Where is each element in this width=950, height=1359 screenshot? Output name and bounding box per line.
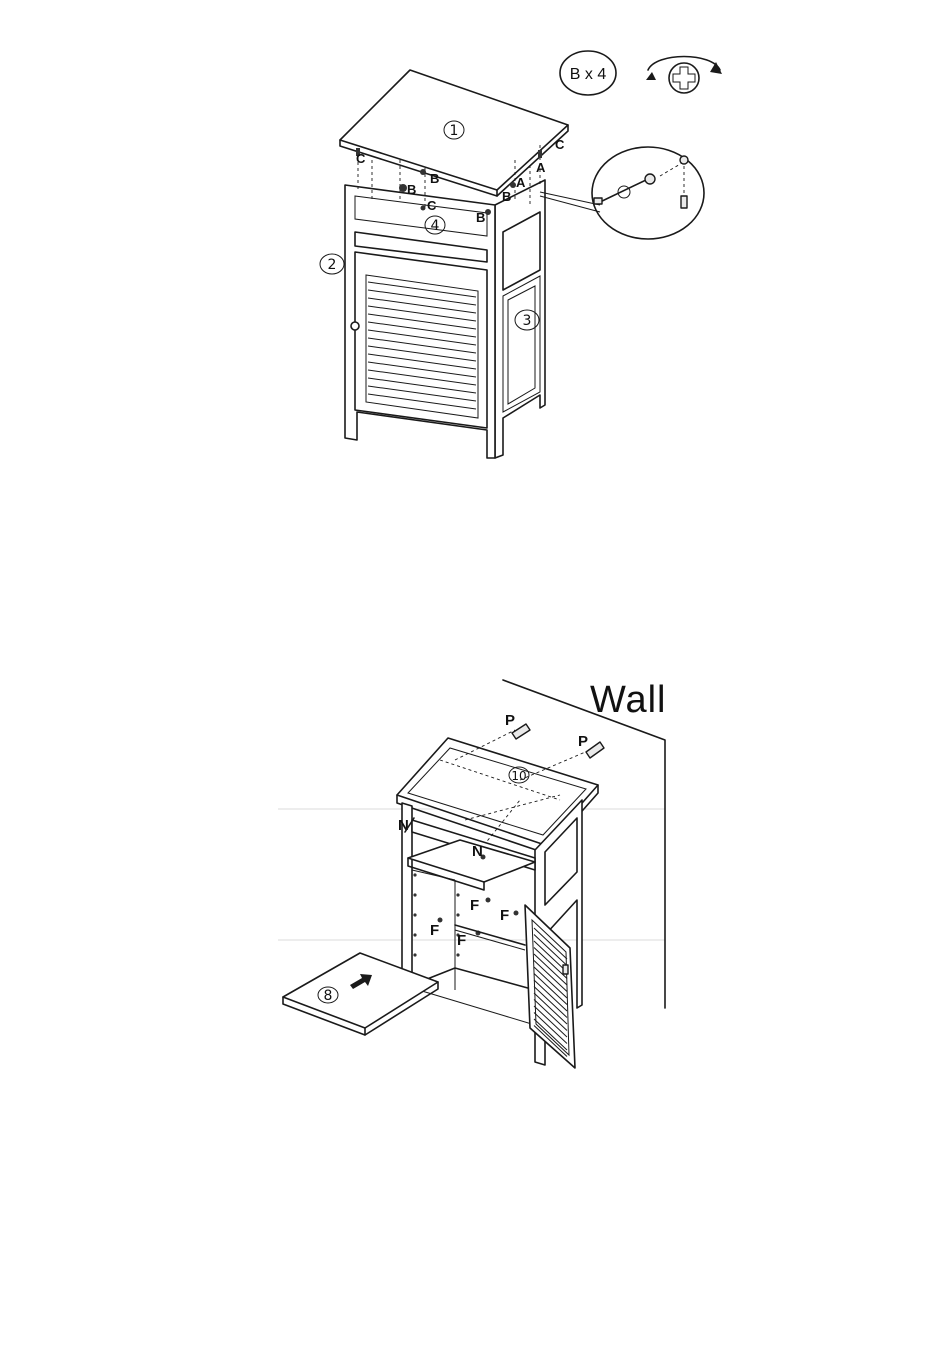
- hardware-label-a-2: A: [536, 160, 546, 175]
- hardware-label-p-2: P: [578, 733, 588, 750]
- hardware-label-b-2: B: [407, 182, 416, 197]
- part-label-right-side: 3: [523, 313, 532, 329]
- hardware-label-n-1: N: [398, 817, 409, 834]
- bottom-shelf: [283, 953, 438, 1028]
- step1-illustration: B x 4 1 4: [320, 51, 722, 458]
- hardware-label-b-4: B: [502, 189, 511, 204]
- step2-illustration: Wall 10 P P: [278, 679, 666, 1068]
- detail-callout: [540, 147, 704, 239]
- door-knob: [351, 322, 359, 330]
- hardware-badge: B x 4: [560, 51, 616, 95]
- screwdriver-rotate-icon: [646, 57, 722, 94]
- hardware-label-c-center: C: [427, 198, 437, 213]
- hardware-label-f-2: F: [500, 907, 509, 924]
- part-label-left-side: 2: [328, 257, 337, 273]
- part-label-back-panel: 10: [511, 769, 526, 783]
- hardware-label-p-1: P: [505, 712, 515, 729]
- hardware-label-c-left: C: [356, 151, 366, 166]
- hardware-label-f-3: F: [430, 922, 439, 939]
- part-label-top: 1: [450, 123, 459, 139]
- part-label-back-rail: 4: [431, 218, 440, 234]
- wall-label: Wall: [590, 679, 666, 721]
- hardware-badge-text: B x 4: [570, 66, 607, 83]
- hardware-label-f-4: F: [457, 932, 466, 949]
- hardware-label-n-2: N: [472, 843, 483, 860]
- hardware-label-a-1: A: [516, 175, 526, 190]
- hardware-label-c-right: C: [555, 137, 565, 152]
- wall-anchor-right: [586, 742, 604, 758]
- hardware-label-b-3: B: [476, 210, 485, 225]
- hardware-label-b-1: B: [430, 171, 439, 186]
- part-label-shelf: 8: [324, 988, 333, 1004]
- hardware-label-f-1: F: [470, 897, 479, 914]
- door-knob-2: [563, 965, 568, 974]
